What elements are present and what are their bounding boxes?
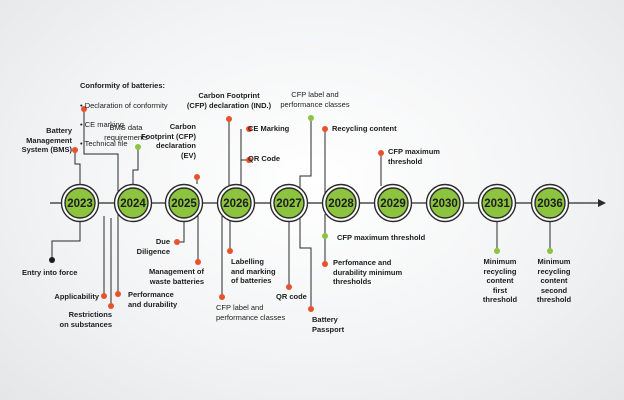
year-node-disc	[481, 187, 513, 219]
connector-line	[132, 147, 139, 186]
marker-dot-red	[195, 259, 201, 265]
marker-dot-red	[101, 293, 107, 299]
label-cfp-ind: Carbon Footprint (CFP) declaration (IND.…	[186, 91, 272, 110]
year-label: 2026	[223, 198, 249, 210]
year-node-2036: 2036	[530, 183, 570, 223]
marker-dot-red	[227, 248, 233, 254]
label-cfp-label-bottom: CFP label and performance classes	[216, 303, 286, 322]
year-label: 2030	[432, 198, 458, 210]
marker-dot-red	[246, 157, 252, 163]
year-node-disc	[429, 187, 461, 219]
label-performance-minimum: Perfomance and durability minimum thresh…	[333, 258, 403, 286]
connector-line	[177, 220, 185, 243]
marker-dot-red	[226, 116, 232, 122]
year-node-disc	[325, 187, 357, 219]
label-due-diligence: Due Diligence	[136, 237, 170, 256]
year-node-disc	[273, 187, 305, 219]
marker-dot-red	[194, 174, 200, 180]
marker-dot-red	[72, 147, 78, 153]
label-restrictions: Restrictions on substances	[59, 310, 112, 329]
connector-line	[299, 118, 312, 191]
year-node-2030: 2030	[425, 183, 465, 223]
marker-dot-red	[378, 150, 384, 156]
marker-dot-green	[494, 248, 500, 254]
year-node-2024: 2024	[113, 183, 153, 223]
marker-dot-green	[308, 115, 314, 121]
conformity-item: Declaration of conformity	[80, 101, 200, 111]
conformity-list: Declaration of conformity CE marking Tec…	[80, 91, 200, 158]
label-bms: Battery Management System (BMS)	[21, 126, 72, 154]
year-node-2023: 2023	[60, 183, 100, 223]
marker-dot-red	[108, 303, 114, 309]
connector-line	[299, 218, 312, 309]
marker-dot-green	[547, 248, 553, 254]
year-node-disc	[534, 187, 566, 219]
year-node-2027: 2027	[269, 183, 309, 223]
label-conformity-title: Conformity of batteries:	[80, 80, 166, 90]
year-node-2028: 2028	[321, 183, 361, 223]
label-performance-durability: Performance and durability	[128, 290, 178, 309]
label-min-recycling-first: Minimum recycling content first threshol…	[482, 257, 518, 304]
label-entry-into-force: Entry into force	[22, 268, 78, 277]
year-node-disc	[220, 187, 252, 219]
marker-dot-black	[49, 257, 55, 263]
label-recycling-content: Recycling content	[332, 124, 397, 133]
marker-dot-red	[286, 284, 292, 290]
label-cfp-ev: Carbon Footprint (CFP) declaration (EV)	[141, 122, 196, 160]
year-label: 2029	[380, 198, 406, 210]
year-node-disc	[377, 187, 409, 219]
connector-line	[51, 220, 81, 260]
label-applicability: Applicability	[54, 292, 99, 301]
marker-dots	[49, 106, 553, 312]
label-cfp-max-top: CFP maximum threshold	[388, 147, 440, 166]
year-node-2026: 2026	[216, 183, 256, 223]
label-ce-marking: CE Marking	[248, 124, 290, 133]
year-label: 2023	[67, 198, 93, 210]
connector-line	[83, 109, 119, 193]
marker-dot-red	[246, 126, 252, 132]
marker-dot-red	[174, 239, 180, 245]
label-cfp-label-top: CFP label and performance classes	[280, 90, 350, 109]
year-label: 2024	[120, 198, 146, 210]
label-min-recycling-second: Minimum recycling content second thresho…	[536, 257, 572, 304]
marker-dot-red	[115, 291, 121, 297]
year-node-disc	[168, 187, 200, 219]
label-qr-code-bottom: QR code	[276, 292, 307, 301]
timeline-arrowhead	[598, 199, 606, 207]
label-qr-code-top: QR Code	[248, 154, 281, 163]
year-node-2031: 2031	[477, 183, 517, 223]
marker-dot-red	[322, 261, 328, 267]
year-node-2025: 2025	[164, 183, 204, 223]
connector-line	[74, 150, 81, 186]
year-node-2029: 2029	[373, 183, 413, 223]
marker-dot-red	[322, 126, 328, 132]
year-nodes: 2023 2024 2025 2026 2027 2028 2029 2030 2031 2036	[60, 183, 570, 223]
year-label: 2036	[537, 198, 563, 210]
year-node-disc	[64, 187, 96, 219]
year-label: 2027	[276, 198, 302, 210]
marker-dot-red	[308, 306, 314, 312]
year-label: 2028	[328, 198, 354, 210]
year-label: 2025	[171, 198, 197, 210]
conformity-item: Technical file	[80, 139, 200, 149]
label-bms-data: BMS data requirements	[104, 123, 148, 142]
year-label: 2031	[484, 198, 510, 210]
year-node-disc	[117, 187, 149, 219]
label-conformity: Conformity of batteries: Declaration of …	[80, 71, 200, 167]
connector-lines	[51, 109, 551, 309]
marker-dot-green	[322, 233, 328, 239]
label-cfp-max-bottom: CFP maximum threshold	[337, 233, 426, 242]
label-labelling: Labelling and marking of batteries	[231, 257, 276, 285]
label-waste-batteries: Management of waste batteries	[148, 267, 204, 286]
marker-dot-red	[219, 294, 225, 300]
conformity-item: CE marking	[80, 120, 200, 130]
label-battery-passport: Battery Passport	[312, 315, 345, 334]
